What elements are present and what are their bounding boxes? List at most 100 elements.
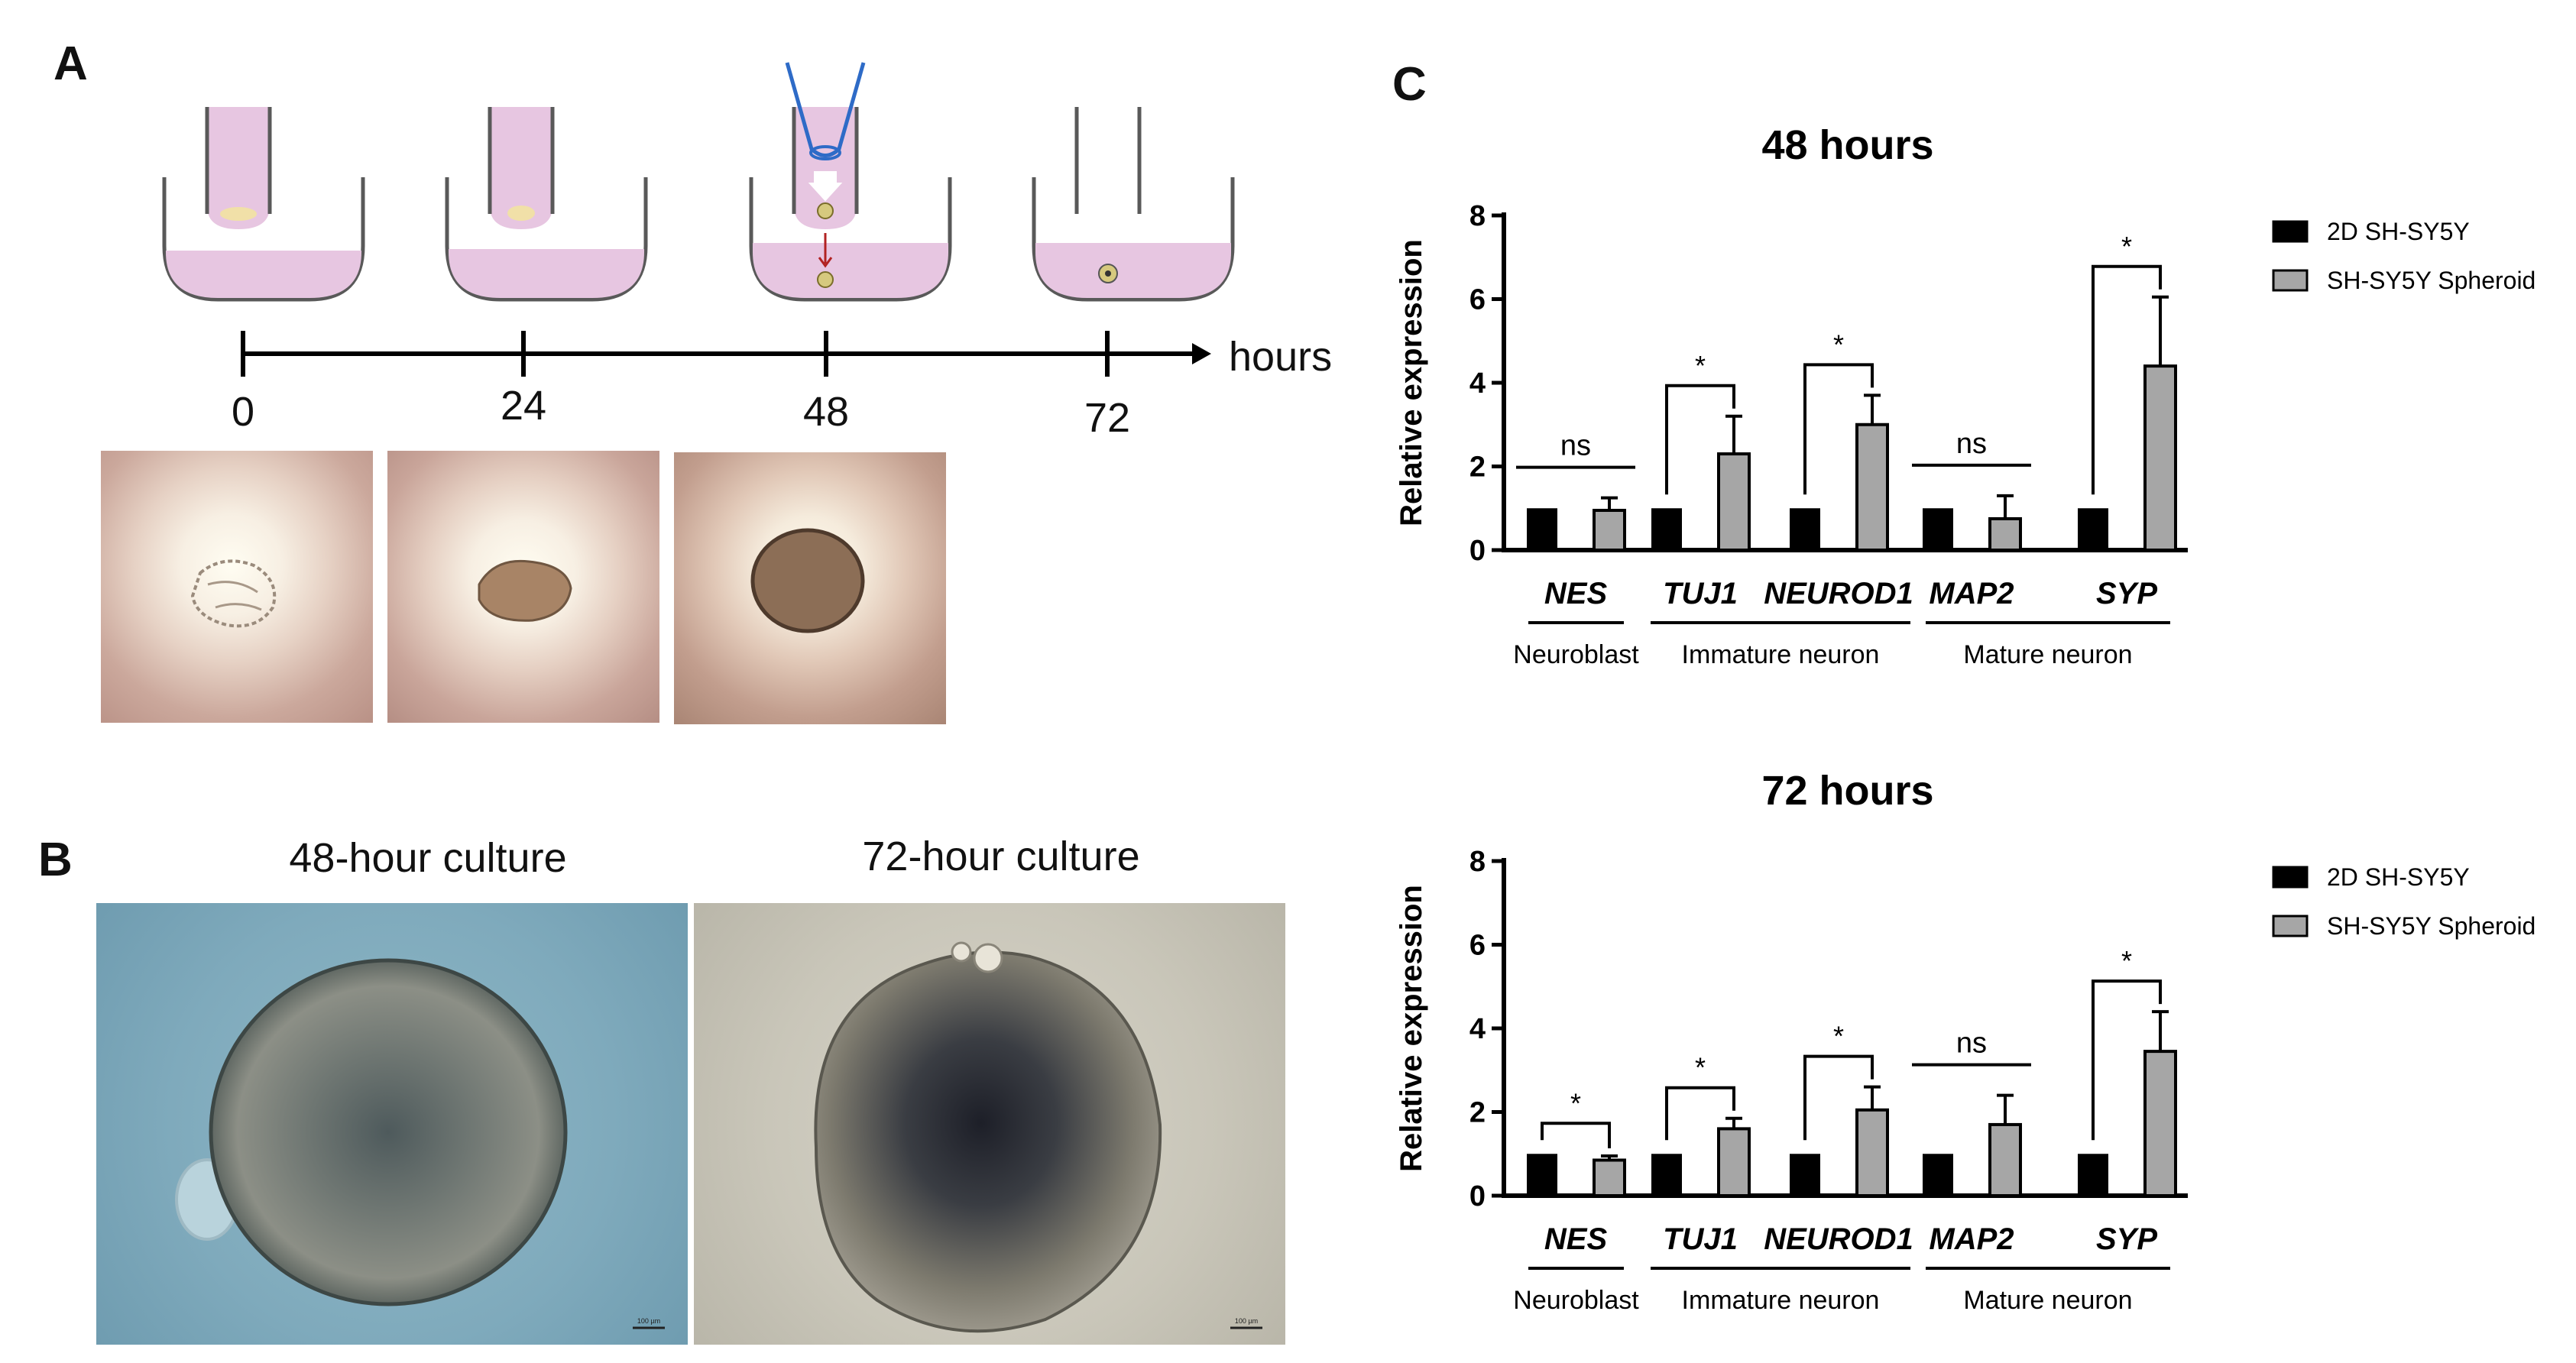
legend-label: 2D SH-SY5Y (2327, 863, 2470, 891)
bar-spheroid-syp (2143, 1050, 2177, 1197)
timepoint-label: 24 (500, 383, 547, 429)
bar-2d-tuj1 (1651, 1154, 1682, 1196)
brightfield-photo-0h (101, 451, 373, 723)
y-tick-label: 6 (1469, 930, 1486, 962)
timeline-unit-label: hours (1229, 334, 1333, 380)
category-label-syp: SYP (2096, 1222, 2157, 1256)
y-tick-label: 8 (1469, 846, 1486, 878)
bar-2d-nes (1527, 508, 1557, 550)
group-label: Immature neuron (1682, 1286, 1880, 1315)
category-label-nes: NES (1544, 577, 1608, 610)
legend-swatch (2272, 220, 2309, 243)
y-tick-label: 4 (1469, 367, 1486, 400)
panel-a-schematic (162, 62, 1235, 377)
y-tick-label: 0 (1469, 535, 1486, 567)
timepoint-label: 48 (802, 389, 850, 435)
timeline-arrowhead-icon (1192, 343, 1211, 364)
significance-bracket (1665, 1086, 1735, 1141)
bar-2d-neurod1 (1790, 1154, 1820, 1196)
category-label-tuj1: TUJ1 (1663, 577, 1738, 610)
culture-title-48h: 48-hour culture (289, 835, 567, 881)
category-label-nes: NES (1544, 1222, 1608, 1256)
legend-swatch (2272, 269, 2309, 292)
bar-spheroid-map2 (1988, 1122, 2022, 1197)
group-label: Mature neuron (1963, 640, 2132, 669)
y-axis-label: Relative expression (1395, 885, 1428, 1172)
culture-title-72h: 72-hour culture (862, 834, 1140, 879)
significance-label: ns (1560, 430, 1591, 462)
significance-label: * (1570, 1087, 1581, 1119)
group-label: Immature neuron (1682, 640, 1880, 669)
bar-spheroid-tuj1 (1717, 1127, 1751, 1197)
aggregate (507, 206, 535, 221)
y-tick-label: 6 (1469, 284, 1486, 316)
significance-bracket (2092, 979, 2162, 1141)
y-axis-label: Relative expression (1395, 239, 1428, 526)
brightfield-photo-24h (387, 451, 659, 723)
category-label-neurod1: NEUROD1 (1764, 577, 1913, 610)
chart-title: 48 hours (1761, 122, 1933, 168)
significance-bracket (1541, 1122, 1611, 1148)
category-label-syp: SYP (2096, 577, 2157, 610)
significance-label: ns (1956, 1028, 1987, 1060)
significance-label: * (1695, 350, 1706, 381)
bar-spheroid-neurod1 (1855, 422, 1889, 552)
chart-title: 72 hours (1761, 768, 1933, 814)
well-48h (749, 62, 952, 302)
significance-label: * (1833, 1021, 1844, 1052)
significance-label: * (2121, 945, 2132, 976)
down-arrow-outline-icon (808, 171, 843, 202)
well-24h (445, 107, 648, 302)
significance-bracket (1803, 363, 1874, 495)
y-tick-label: 4 (1469, 1013, 1486, 1045)
group-label: Neuroblast (1513, 1286, 1639, 1315)
panel-c-label: C (1392, 58, 1427, 111)
spheroid-48h (209, 958, 568, 1306)
spheroid-72h (814, 950, 1162, 1333)
bar-2d-nes (1527, 1154, 1557, 1196)
group-label: Neuroblast (1513, 640, 1639, 669)
significance-label: * (1833, 329, 1844, 360)
bar-2d-syp (2078, 1154, 2108, 1196)
bar-2d-tuj1 (1651, 508, 1682, 550)
significance-label: ns (1956, 428, 1987, 460)
brightfield-photo-48h (674, 452, 946, 724)
scale-bar-text: 100 µm (1235, 1317, 1258, 1325)
panel-a-label: A (53, 37, 88, 90)
scale-bar-text: 100 µm (637, 1317, 660, 1325)
significance-bracket (2092, 264, 2162, 495)
bar-2d-map2 (1923, 1154, 1953, 1196)
legend-swatch (2272, 866, 2309, 889)
y-tick-label: 0 (1469, 1180, 1486, 1212)
category-label-tuj1: TUJ1 (1663, 1222, 1738, 1256)
bar-spheroid-nes (1593, 508, 1626, 552)
bar-spheroid-tuj1 (1717, 452, 1751, 552)
category-label-map2: MAP2 (1929, 1222, 2014, 1256)
legend-swatch (2272, 915, 2309, 937)
timepoint-label: 0 (231, 389, 255, 435)
y-tick-label: 2 (1469, 1097, 1486, 1129)
bar-spheroid-neurod1 (1855, 1108, 1889, 1198)
bar-2d-map2 (1923, 508, 1953, 550)
well-0h (162, 107, 365, 302)
legend-label: SH-SY5Y Spheroid (2327, 267, 2535, 294)
well-72h (1032, 107, 1235, 302)
bar-spheroid-syp (2143, 364, 2177, 552)
significance-bracket (1803, 1054, 1874, 1141)
significance-label: * (2121, 231, 2132, 262)
y-tick-label: 2 (1469, 452, 1486, 484)
timepoint-label: 72 (1084, 395, 1131, 441)
bar-spheroid-nes (1593, 1158, 1626, 1198)
significance-bracket (1665, 384, 1735, 495)
group-label: Mature neuron (1963, 1286, 2132, 1315)
category-label-map2: MAP2 (1929, 577, 2014, 610)
bar-2d-neurod1 (1790, 508, 1820, 550)
aggregate-shape (478, 559, 572, 622)
spheroid-shape (750, 528, 865, 633)
significance-label: * (1695, 1052, 1706, 1083)
cell-suspension (220, 207, 257, 221)
microscopy-photo-48h: 100 µm (96, 903, 688, 1345)
microscopy-photo-72h: 100 µm (694, 903, 1285, 1345)
